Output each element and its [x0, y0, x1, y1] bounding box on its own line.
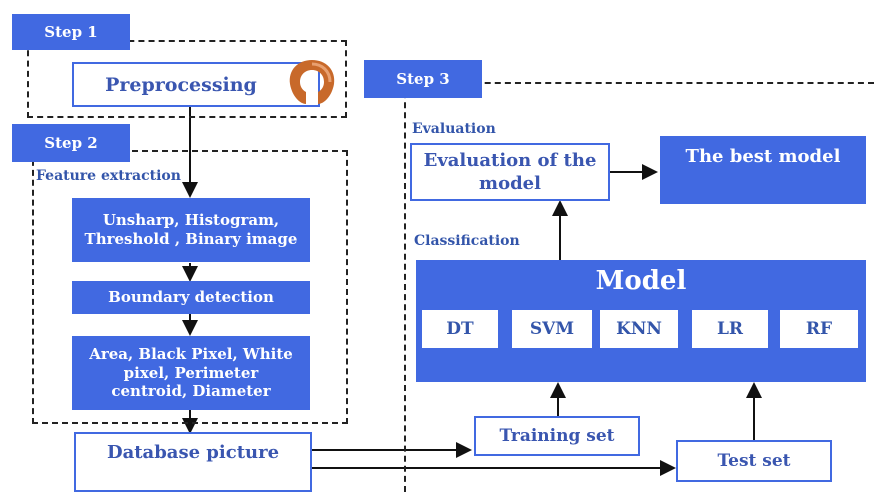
- step2-tag: Step 2: [12, 124, 130, 162]
- classification-label: Classification: [414, 233, 520, 249]
- step2-region: [32, 150, 348, 424]
- preprocess-ops-box: Unsharp, Histogram, Threshold , Binary i…: [72, 198, 310, 262]
- step3-tag: Step 3: [364, 60, 482, 98]
- feature-extraction-label: Feature extraction: [36, 168, 181, 184]
- evaluation-box: Evaluation of the model: [410, 143, 610, 201]
- features-list-box: Area, Black Pixel, White pixel, Perimete…: [72, 336, 310, 410]
- preprocessing-box: Preprocessing: [72, 62, 320, 107]
- step1-region: [27, 40, 347, 118]
- algo-lr: LR: [692, 310, 768, 348]
- database-picture-box: Database picture: [74, 432, 312, 492]
- training-set-box: Training set: [474, 416, 640, 456]
- step3-region: [404, 82, 874, 492]
- test-set-box: Test set: [676, 440, 832, 482]
- database-picture-label: Database picture: [106, 442, 280, 463]
- boundary-detection-box: Boundary detection: [72, 281, 310, 314]
- best-model-box: The best model: [660, 136, 866, 204]
- step1-tag: Step 1: [12, 14, 130, 50]
- model-title: Model: [595, 266, 687, 296]
- preprocessing-label: Preprocessing: [105, 73, 257, 96]
- algo-svm: SVM: [512, 310, 592, 348]
- algo-knn: KNN: [600, 310, 678, 348]
- evaluation-label: Evaluation: [412, 121, 496, 137]
- algo-rf: RF: [780, 310, 858, 348]
- model-box: Model DT SVM KNN LR RF: [416, 260, 866, 382]
- best-model-label: The best model: [685, 146, 841, 167]
- sample-seed-image: [289, 60, 335, 104]
- algo-dt: DT: [422, 310, 498, 348]
